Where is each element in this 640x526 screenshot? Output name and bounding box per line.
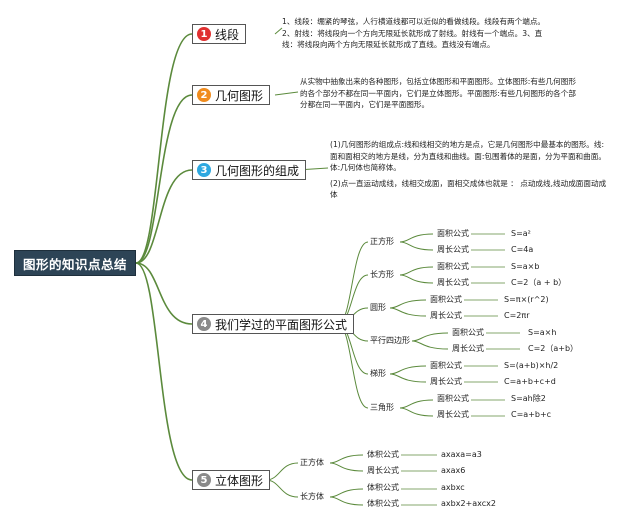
description-connector [274, 27, 283, 35]
topic-label: 几何图形 [215, 88, 264, 103]
topic-label: 几何图形的组成 [215, 163, 300, 178]
formula-value: C=a+b+c [511, 410, 552, 419]
branch-connector [135, 169, 193, 264]
topic-solid-figures[interactable]: 5 立体图形 [192, 470, 271, 490]
formula-label: 体积公式 [367, 499, 399, 508]
topic-geometric-figure[interactable]: 2 几何图形 [192, 85, 271, 105]
formula-label: 面积公式 [437, 262, 469, 271]
formula-label: 面积公式 [437, 229, 469, 238]
formula-connector [329, 462, 364, 472]
branch-connector [135, 262, 193, 325]
formula-value: C=2（a+b） [528, 344, 579, 353]
formula-connector [389, 299, 427, 309]
shape-connector [337, 241, 369, 325]
formula-connector [411, 340, 449, 350]
description-paragraph: 1、线段：绷紧的琴弦，人行横道线都可以近似的看做线段。线段有两个端点。 [282, 17, 546, 26]
formula-label: 周长公式 [430, 377, 462, 386]
formula-value: S=a² [511, 229, 531, 238]
description-paragraph: 2、射线：将线段向一个方向无限延长就形成了射线。射线有一个端点。3、直线：将线段… [282, 28, 543, 50]
formula-label: 周长公式 [367, 466, 399, 475]
shape-connector [337, 323, 369, 409]
shape-circle[interactable]: 圆形 [370, 303, 386, 312]
root-label: 图形的知识点总结 [22, 256, 127, 272]
formula-connector [399, 399, 434, 409]
topic-plane-formulas[interactable]: 4 我们学过的平面图形公式 [192, 314, 355, 334]
topic-label: 我们学过的平面图形公式 [215, 317, 348, 332]
description-paragraph: (1)几何图形的组成点:线和线相交的地方是点，它是几何图形中最基本的图形。线:面… [330, 140, 606, 173]
number-badge-icon: 1 [197, 27, 211, 41]
topic-label: 线段 [215, 27, 240, 42]
topic-3-description: (1)几何图形的组成点:线和线相交的地方是点，它是几何图形中最基本的图形。线:面… [330, 139, 610, 201]
number-badge-icon: 5 [197, 473, 211, 487]
number-badge-icon: 2 [197, 88, 211, 102]
formula-connector [399, 266, 434, 276]
formula-value: S=π×(r^2) [504, 295, 549, 304]
formula-value: S=ah除2 [511, 394, 546, 403]
formula-label: 面积公式 [452, 328, 484, 337]
description-connector [274, 91, 299, 96]
formula-label: 面积公式 [430, 295, 462, 304]
formula-value: C=a+b+c+d [504, 377, 556, 386]
formula-connector [399, 407, 434, 417]
formula-label: 周长公式 [452, 344, 484, 353]
formula-value: axbx2+axcx2 [441, 499, 496, 508]
formula-label: 体积公式 [367, 483, 399, 492]
formula-label: 体积公式 [367, 450, 399, 459]
formula-connector [399, 241, 434, 251]
formula-connector [399, 274, 434, 284]
description-paragraph: 从实物中抽象出来的各种图形，包括立体图形和平面图形。立体图形:有些几何图形的各个… [300, 77, 576, 110]
formula-value: axaxa=a3 [441, 450, 482, 459]
formula-value: axax6 [441, 466, 466, 475]
description-paragraph: (2)点一直运动成线，线相交成面，面相交成体也就是 ： 点动成线,线动成面面动成… [330, 178, 607, 200]
formula-connector [389, 307, 427, 317]
formula-label: 周长公式 [437, 278, 469, 287]
formula-connector [411, 332, 449, 342]
formula-label: 面积公式 [430, 361, 462, 370]
formula-value: axbxc [441, 483, 465, 492]
number-badge-icon: 4 [197, 317, 211, 331]
branch-connector [135, 262, 193, 481]
shape-parallelogram[interactable]: 平行四边形 [370, 336, 410, 345]
branch-connector [135, 94, 193, 264]
shape-cuboid[interactable]: 长方体 [300, 492, 324, 501]
formula-value: S=a×b [511, 262, 540, 271]
formula-label: 周长公式 [437, 245, 469, 254]
branch-connector [135, 33, 193, 264]
shape-square[interactable]: 正方形 [370, 237, 394, 246]
formula-value: S=(a+b)×h/2 [504, 361, 559, 370]
shape-trapezoid[interactable]: 梯形 [370, 369, 386, 378]
formula-connector [399, 233, 434, 243]
number-badge-icon: 3 [197, 163, 211, 177]
shape-connector [265, 462, 299, 481]
topic-1-description: 1、线段：绷紧的琴弦，人行横道线都可以近似的看做线段。线段有两个端点。 2、射线… [282, 16, 552, 51]
formula-connector [389, 373, 427, 383]
formula-label: 周长公式 [437, 410, 469, 419]
shape-cube[interactable]: 正方体 [300, 458, 324, 467]
formula-value: C=2（a + b） [511, 278, 567, 287]
formula-value: S=a×h [528, 328, 557, 337]
shape-rectangle[interactable]: 长方形 [370, 270, 394, 279]
topic-2-description: 从实物中抽象出来的各种图形，包括立体图形和平面图形。立体图形:有些几何图形的各个… [300, 76, 578, 111]
topic-figure-composition[interactable]: 3 几何图形的组成 [192, 160, 307, 180]
formula-connector [329, 454, 364, 464]
formula-label: 周长公式 [430, 311, 462, 320]
formula-value: C=2πr [504, 311, 530, 320]
root-node[interactable]: 图形的知识点总结 [14, 250, 136, 276]
topic-line-segment[interactable]: 1 线段 [192, 24, 247, 44]
shape-connector [265, 479, 299, 498]
formula-connector [329, 496, 364, 506]
formula-value: C=4a [511, 245, 534, 254]
formula-connector [329, 488, 364, 498]
shape-triangle[interactable]: 三角形 [370, 403, 394, 412]
formula-connector [389, 365, 427, 375]
topic-label: 立体图形 [215, 473, 264, 488]
formula-label: 面积公式 [437, 394, 469, 403]
